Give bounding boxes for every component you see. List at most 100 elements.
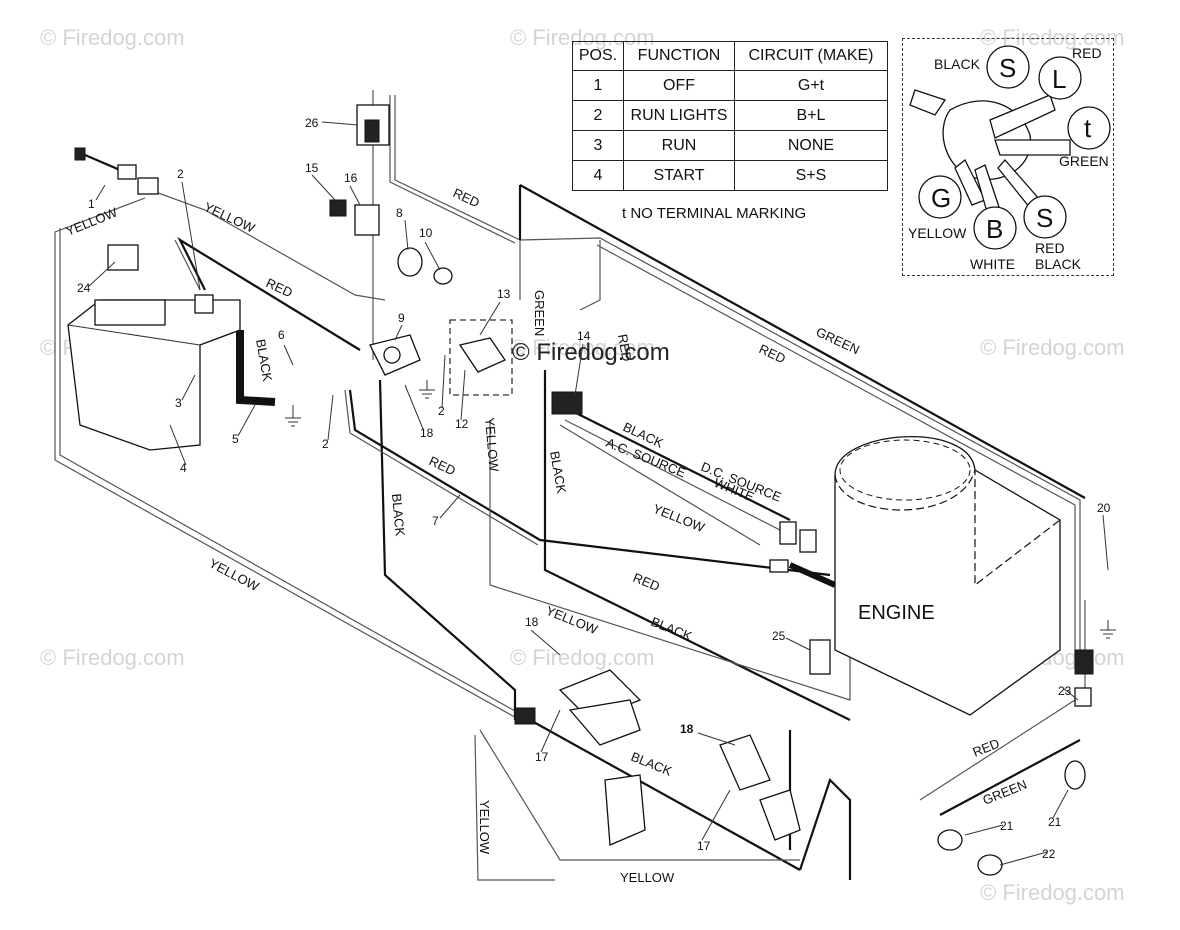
table-cell: 4	[572, 160, 624, 191]
switch-diagram-frame	[902, 38, 1114, 276]
terminal-blade	[954, 158, 986, 206]
white-wire	[564, 419, 781, 531]
switch-label-black: BLACK	[934, 56, 981, 72]
callout: 18	[680, 722, 694, 736]
terminal-letter: S	[1036, 203, 1053, 233]
table-cell: OFF	[623, 70, 735, 101]
callout: 6	[278, 328, 285, 342]
callout: 23	[1058, 684, 1072, 698]
engine-lead	[788, 562, 837, 588]
bulb-22	[977, 854, 1003, 876]
callout: 17	[697, 839, 711, 853]
wire-label: BLACK	[547, 450, 569, 495]
yellow-wire-bottom-b	[474, 734, 555, 881]
callout: 22	[1042, 847, 1056, 861]
engine-top-ellipse	[839, 439, 971, 501]
callout: 15	[305, 161, 319, 175]
wire-label: YELLOW	[207, 555, 263, 594]
table-cell: S+S	[734, 160, 888, 191]
callout: 25	[772, 629, 786, 643]
wire-label: BLACK	[649, 614, 694, 644]
terminal-cover-24	[194, 294, 214, 314]
red-battery-wire-b	[174, 239, 201, 291]
ignition-switch-12	[449, 319, 513, 396]
dc-connector	[779, 521, 797, 545]
ground-symbols	[285, 380, 1116, 639]
table-row: 4 START S+S	[572, 160, 888, 191]
callout: 13	[497, 287, 511, 301]
red-wire-top-b	[389, 95, 516, 244]
table-row: 3 RUN NONE	[572, 130, 888, 161]
ground-icon	[1100, 620, 1116, 639]
ac-source-wire	[559, 424, 761, 546]
black-wire-14	[569, 409, 791, 521]
watermark: © Firedog.com	[40, 25, 185, 50]
red-lights-wire	[919, 699, 1076, 801]
harness-top-edge	[519, 184, 1086, 499]
connector-20	[1074, 649, 1094, 675]
switch-17-plug	[759, 789, 801, 841]
battery	[67, 244, 241, 451]
callout: 12	[455, 417, 469, 431]
black-wire-low	[529, 719, 801, 871]
connector-yellow	[514, 707, 536, 725]
wire-label: YELLOW	[202, 199, 258, 236]
terminal-blade	[989, 94, 1056, 139]
wire-label: YELLOW	[477, 800, 492, 855]
table-cell: 1	[572, 70, 624, 101]
terminal-s-bottom	[1023, 195, 1067, 239]
wire-label: RED	[971, 736, 1002, 760]
key-icon	[909, 89, 947, 116]
bulb-socket-21b	[937, 829, 963, 851]
watermark: © Firedog.com	[980, 880, 1125, 905]
callout: 10	[419, 226, 433, 240]
callout: 2	[322, 437, 329, 451]
switch-terminal-diagram: S L t G B S BLACK RED GREEN YELLOW WHITE…	[908, 45, 1111, 272]
black-wire-bottom-right	[798, 777, 852, 880]
harness-inner	[579, 240, 601, 311]
red-wire-top	[394, 95, 521, 300]
wire-label: YELLOW	[651, 501, 708, 535]
switch-dash-box	[449, 319, 513, 396]
callout: 18	[525, 615, 539, 629]
no-terminal-note: t NO TERMINAL MARKING	[622, 205, 807, 222]
wire-label: RED	[264, 275, 295, 300]
relay-plug	[364, 119, 380, 143]
switch-17-bracket	[568, 699, 641, 746]
green-wire-right-b	[596, 244, 1076, 655]
red-cable-7	[348, 389, 831, 577]
switch-label-yellow: YELLOW	[908, 225, 967, 241]
table-header: FUNCTION	[623, 41, 735, 71]
relay-26	[356, 104, 390, 146]
table-cell: B+L	[734, 100, 888, 131]
wire-harness	[54, 90, 1086, 881]
solenoid-9	[369, 334, 421, 376]
connector-1	[74, 147, 159, 195]
table-header: POS.	[572, 41, 624, 71]
switch-label-white: WHITE	[970, 256, 1015, 272]
callout: 20	[1097, 501, 1111, 515]
nut-10	[433, 267, 453, 285]
dc-connector-mate	[799, 529, 817, 553]
callout: 3	[175, 396, 182, 410]
table-cell: NONE	[734, 130, 888, 161]
battery-cap	[94, 299, 166, 326]
watermark: © Firedog.com	[980, 335, 1125, 360]
yellow-wire-outer-b	[59, 228, 523, 716]
terminal-t	[1067, 106, 1111, 150]
callout: 17	[535, 750, 549, 764]
connector-plug	[74, 147, 86, 161]
wire-label: YELLOW	[544, 603, 601, 637]
terminal-letter: t	[1084, 113, 1092, 143]
callout: 14	[577, 329, 591, 343]
engine-body	[834, 436, 1061, 716]
callout: 18	[420, 426, 434, 440]
ground-icon	[285, 405, 301, 427]
switch-label-red: RED	[1072, 45, 1102, 61]
part-25	[809, 639, 831, 675]
callout: 5	[232, 432, 239, 446]
connector-23	[1074, 687, 1092, 707]
callout: 4	[180, 461, 187, 475]
ground-icon	[419, 380, 435, 399]
